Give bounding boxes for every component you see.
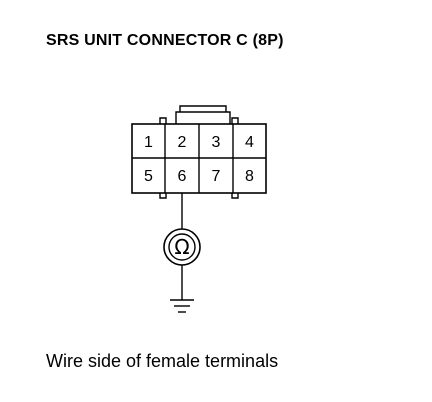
pin-5-label: 5 xyxy=(144,168,153,185)
pin-4-label: 4 xyxy=(245,134,254,151)
pin-8-label: 8 xyxy=(245,168,254,185)
pin-3-label: 3 xyxy=(212,134,221,151)
pin-7-label: 7 xyxy=(212,168,221,185)
pin-2-label: 2 xyxy=(178,134,187,151)
connector-grid xyxy=(132,124,266,193)
connector-tabs xyxy=(159,117,239,199)
connector-latch xyxy=(175,105,231,124)
ground-icon xyxy=(170,299,194,313)
diagram-caption: Wire side of female terminals xyxy=(46,351,279,371)
pin-6-label: 6 xyxy=(178,168,187,185)
diagram-title: SRS UNIT CONNECTOR C (8P) xyxy=(46,32,284,49)
ohm-symbol: Ω xyxy=(174,235,189,259)
pin-1-label: 1 xyxy=(144,134,153,151)
ohmmeter-icon: Ω xyxy=(163,228,201,266)
